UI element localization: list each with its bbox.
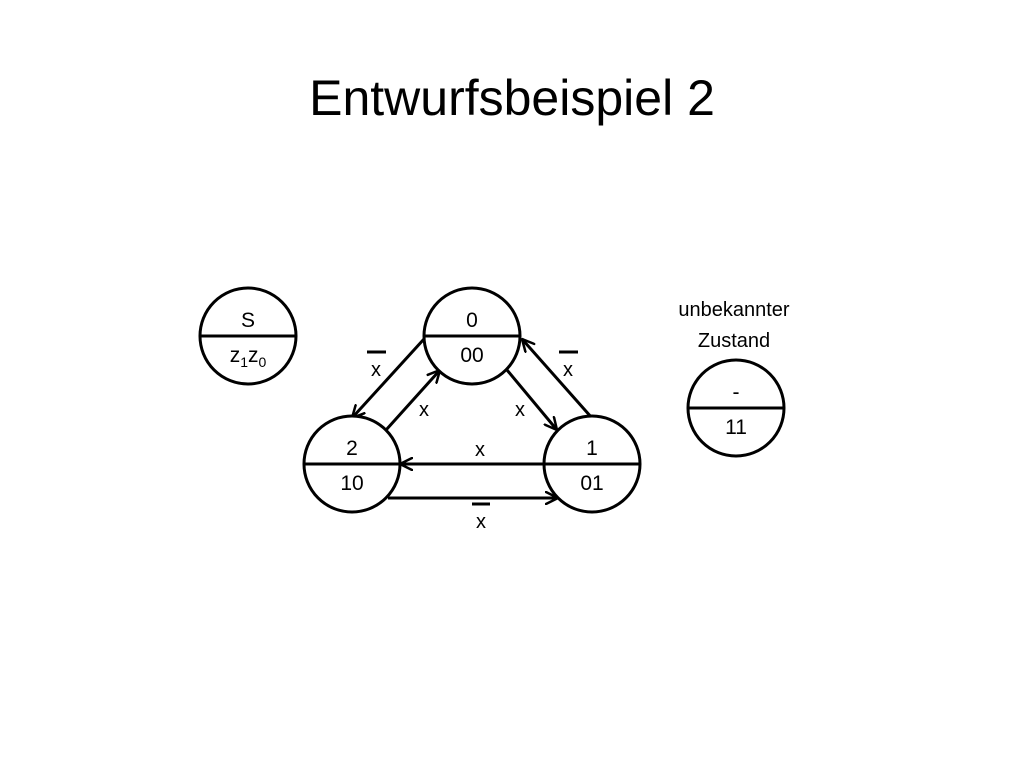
edge-2-to-0 [384, 370, 440, 432]
legend-output-label: z1z0 [230, 344, 267, 370]
edge-label-2-to-0: x [419, 399, 429, 421]
state-id-2: 2 [346, 437, 358, 460]
state-node-0: 0 00 [422, 286, 522, 386]
state-id-0: 0 [466, 309, 478, 332]
edge-label-1-to-2: x [475, 439, 485, 461]
page-title: Entwurfsbeispiel 2 [309, 70, 715, 126]
state-id-unknown: - [733, 381, 740, 404]
edge-label-1-to-0: x [563, 359, 573, 381]
edge-1-to-0 [522, 339, 594, 419]
legend-node: S z1z0 [198, 286, 298, 386]
state-node-unknown: - 11 [686, 358, 786, 458]
unknown-state-caption-line1: unbekannter [678, 299, 790, 321]
edge-label-0-to-2: x [371, 359, 381, 381]
state-id-1: 1 [586, 437, 598, 460]
state-output-unknown: 11 [725, 416, 747, 439]
edge-0-to-2 [352, 337, 426, 418]
state-node-1: 1 01 [542, 414, 642, 514]
edge-label-2-to-1: x [476, 511, 486, 533]
state-node-2: 2 10 [302, 414, 402, 514]
unknown-state-caption-line2: Zustand [698, 330, 770, 352]
edge-label-0-to-1: x [515, 399, 525, 421]
state-output-0: 00 [460, 344, 483, 367]
state-output-2: 10 [340, 472, 363, 495]
legend-state-label: S [241, 309, 255, 332]
edge-labels: x x x x x x [367, 350, 578, 533]
state-output-1: 01 [580, 472, 603, 495]
edge-0-to-1 [505, 369, 557, 430]
transitions [352, 337, 594, 498]
